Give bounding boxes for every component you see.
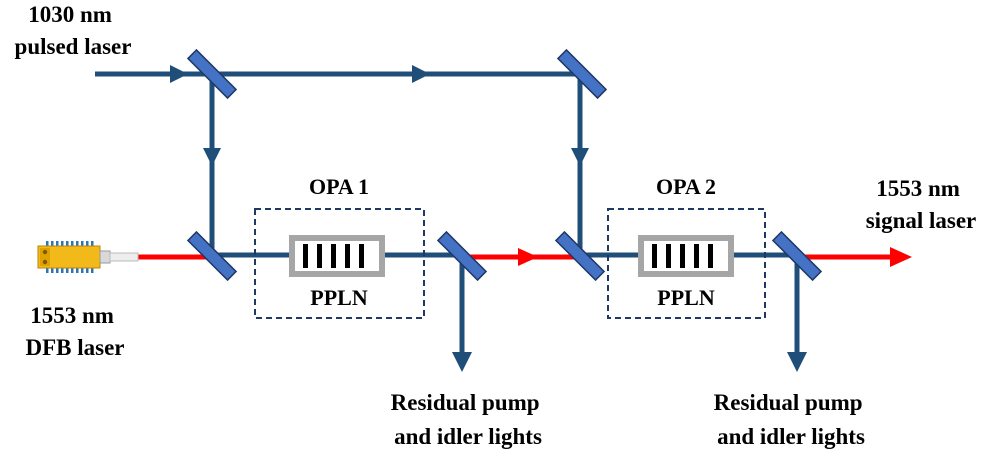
dichroic-mirror-icon xyxy=(771,230,823,282)
dichroic-mirror-icon xyxy=(186,230,238,282)
opa2-box xyxy=(607,208,766,319)
mirror-separator-2 xyxy=(771,230,823,282)
opa1-label: OPA 1 xyxy=(309,174,369,199)
dichroic-mirror-icon xyxy=(186,48,238,100)
signal-arrowhead-output xyxy=(890,247,912,267)
dichroic-mirror-icon xyxy=(554,230,606,282)
pulsed-laser-label-line1: 1030 nm xyxy=(28,2,112,27)
residual-label-2-line2: and idler lights xyxy=(717,424,865,449)
arrowhead-down-1 xyxy=(203,148,221,166)
pump-arrowheads xyxy=(170,65,807,372)
arrowhead-right-2 xyxy=(412,65,430,83)
mirror-combiner-1 xyxy=(186,230,238,282)
mirror-separator-1 xyxy=(436,230,488,282)
arrowhead-down-residual-1 xyxy=(452,352,472,372)
opa1-box xyxy=(254,208,425,319)
signal-arrowhead-1 xyxy=(518,248,538,266)
pulsed-laser-label: 1030 nm pulsed laser xyxy=(15,2,132,59)
dfb-laser-label-line2: DFB laser xyxy=(25,335,124,360)
residual-label-1: Residual pump and idler lights xyxy=(391,390,546,449)
arrowhead-down-residual-2 xyxy=(787,352,807,372)
ppln-crystal-icon xyxy=(638,235,734,277)
dfb-laser-label-line1: 1553 nm xyxy=(30,303,114,328)
mirror-top-right xyxy=(556,48,608,100)
pump-beam-paths xyxy=(95,71,800,355)
residual-label-1-line2: and idler lights xyxy=(394,424,542,449)
signal-laser-label: 1553 nm signal laser xyxy=(866,176,977,233)
signal-laser-label-line2: signal laser xyxy=(866,208,977,233)
residual-label-1-line1: Residual pump xyxy=(391,390,540,415)
arrowhead-right-1 xyxy=(170,65,188,83)
opa2-label: OPA 2 xyxy=(656,174,716,199)
ppln2-label: PPLN xyxy=(657,285,715,310)
dichroic-mirror-icon xyxy=(556,48,608,100)
ppln-crystal-icon xyxy=(289,235,385,277)
residual-label-2-line1: Residual pump xyxy=(714,390,863,415)
ppln1-label: PPLN xyxy=(310,285,368,310)
signal-laser-label-line1: 1553 nm xyxy=(876,176,960,201)
pulsed-laser-label-line2: pulsed laser xyxy=(15,34,132,59)
signal-arrowheads xyxy=(518,247,912,267)
dfb-laser-label: 1553 nm DFB laser xyxy=(25,303,124,360)
dfb-laser-module-icon xyxy=(37,241,139,273)
residual-label-2: Residual pump and idler lights xyxy=(714,390,869,449)
arrowhead-down-2 xyxy=(571,148,589,166)
mirror-input xyxy=(186,48,238,100)
mirror-combiner-2 xyxy=(554,230,606,282)
dichroic-mirror-icon xyxy=(436,230,488,282)
